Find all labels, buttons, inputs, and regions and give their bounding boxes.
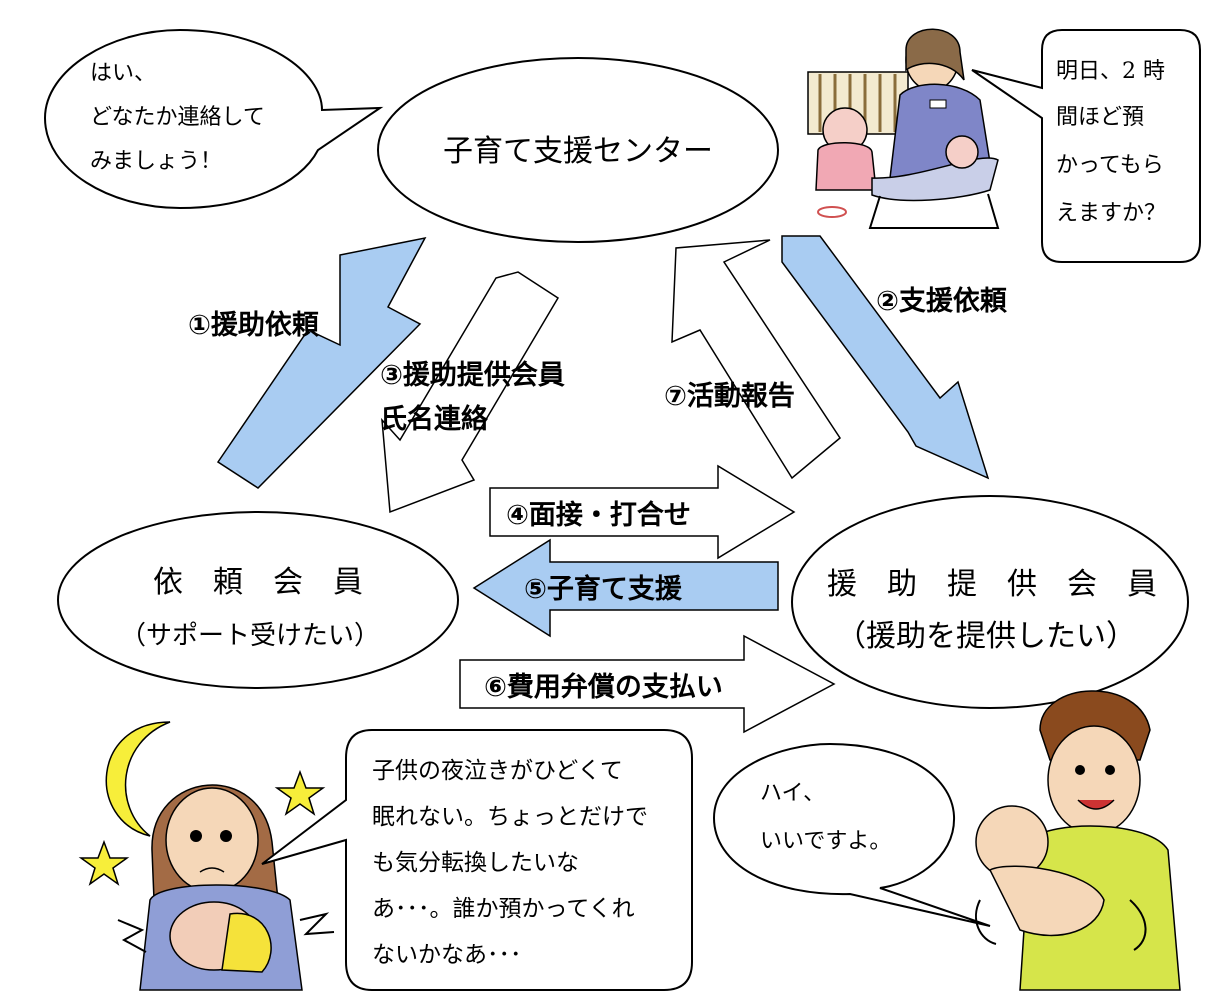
- arrow-interview-meeting: [489, 464, 796, 560]
- arrow-activity-report: [671, 239, 841, 480]
- parent-bubble-line-3: かってもら: [1056, 153, 1164, 178]
- nursery-caregiver-illustration: [807, 28, 1000, 229]
- provider-bubble-line-2: いいですよ。: [760, 829, 891, 854]
- mother-bubble-line-4: あ･･･。誰か預かってくれ: [372, 896, 635, 922]
- arrow-expense-payment: [459, 634, 836, 734]
- crying-baby-mother-illustration: [117, 784, 335, 991]
- mother-bubble-line-3: も気分転換したいな: [372, 850, 579, 876]
- staff-bubble-line-3: みましょう！: [90, 149, 222, 174]
- requester-label: 依 頼 会 員: [153, 565, 363, 600]
- support-center-node: 子育て支援センター: [377, 57, 779, 243]
- step-6-label: ⑥費用弁償の支払い: [484, 672, 723, 703]
- arrow-provider-name-notice: [381, 271, 560, 514]
- step-3-label-line-2: 氏名連絡: [380, 403, 489, 435]
- step-1-label: ①援助依頼: [188, 310, 320, 341]
- provider-member-node: 援 助 提 供 会 員 （援助を提供したい）: [791, 495, 1189, 709]
- provider-bubble-line-1: ハイ、: [760, 781, 825, 806]
- mother-bubble-line-5: ないかなあ･･･: [372, 942, 522, 968]
- step-3-label-line-1: ③援助提供会員: [380, 360, 565, 391]
- staff-bubble-line-1: はい、: [90, 61, 156, 86]
- support-center-label: 子育て支援センター: [443, 134, 713, 169]
- staff-speech-bubble: はい、 どなたか連絡して みましょう！: [43, 28, 384, 210]
- staff-bubble-line-2: どなたか連絡して: [90, 105, 265, 130]
- arrow-childcare-support: [472, 538, 779, 638]
- step-5-label: ⑤子育て支援: [524, 573, 683, 605]
- star-icon: [274, 769, 326, 816]
- parent-bubble-line-1: 明日、2 時: [1056, 59, 1165, 84]
- provider-sublabel: （援助を提供したい）: [836, 619, 1136, 654]
- step-7-label: ⑦活動報告: [664, 381, 795, 412]
- provider-label: 援 助 提 供 会 員: [827, 567, 1157, 602]
- parent-bubble-line-4: えますか？: [1056, 201, 1166, 226]
- mother-bubble-line-2: 眠れない。ちょっとだけで: [372, 804, 648, 830]
- step-4-label: ④面接・打合せ: [506, 499, 691, 531]
- requester-sublabel: （サポート受けたい）: [120, 621, 380, 651]
- mother-bubble-line-1: 子供の夜泣きがひどくて: [372, 758, 623, 784]
- mother-speech-bubble: 子供の夜泣きがひどくて 眠れない。ちょっとだけで も気分転換したいな あ･･･。…: [261, 729, 693, 991]
- parent-request-speech-bubble: 明日、2 時 間ほど預 かってもら えますか？: [971, 29, 1201, 263]
- requester-member-node: 依 頼 会 員 （サポート受けたい）: [57, 511, 459, 689]
- parent-bubble-line-2: 間ほど預: [1056, 105, 1144, 130]
- provider-speech-bubble: ハイ、 いいですよ。: [712, 742, 991, 927]
- star-icon: [78, 839, 130, 886]
- step-2-label: ②支援依頼: [876, 286, 1008, 317]
- father-holding-baby-illustration: [975, 690, 1181, 991]
- crescent-moon-icon: [105, 721, 171, 837]
- arrow-support-request: [781, 235, 990, 480]
- arrow-help-request: [216, 236, 427, 489]
